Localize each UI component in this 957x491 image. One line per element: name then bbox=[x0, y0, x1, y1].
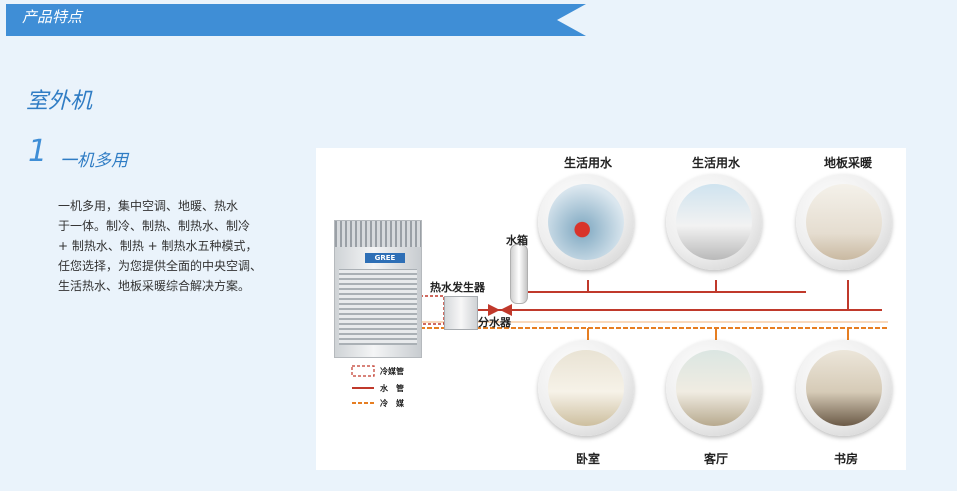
legend-refrigerant-pipe-swatch bbox=[351, 365, 375, 377]
photo-study bbox=[796, 340, 892, 436]
water-tank bbox=[510, 244, 528, 304]
photo-domestic-water-1 bbox=[538, 174, 634, 270]
feature-description: 一机多用，集中空调、地暖、热水 于一体。制冷、制热、制热水、制冷 + 制热水、制… bbox=[58, 196, 294, 296]
feature-number: 1 bbox=[28, 134, 48, 169]
feature-title: 一机多用 bbox=[60, 151, 128, 171]
header-title: 产品特点 bbox=[22, 8, 83, 26]
gree-logo: GREE bbox=[365, 253, 405, 263]
legend-refrigerant: 冷 媒 bbox=[380, 399, 404, 408]
hot-water-generator bbox=[444, 296, 478, 330]
label-bedroom: 卧室 bbox=[575, 452, 600, 466]
photo-floor-heating bbox=[796, 174, 892, 270]
outdoor-unit: GREE bbox=[334, 220, 422, 358]
header-banner bbox=[6, 4, 586, 36]
description-line: 一机多用，集中空调、地暖、热水 bbox=[58, 199, 239, 213]
washing-hands-image bbox=[548, 184, 624, 260]
living-room-image bbox=[676, 350, 752, 426]
valve-icon bbox=[488, 304, 500, 316]
photo-living-room bbox=[666, 340, 762, 436]
section-title: 室外机 bbox=[26, 89, 93, 114]
label-domestic-water-1: 生活用水 bbox=[563, 156, 612, 170]
legend-refrigerant-pipe: 冷媒管 bbox=[380, 367, 404, 376]
label-domestic-water-2: 生活用水 bbox=[691, 156, 740, 170]
label-living-room: 客厅 bbox=[703, 452, 728, 466]
valve-icon bbox=[500, 304, 512, 316]
label-study: 书房 bbox=[833, 452, 858, 466]
water-tank-label: 水箱 bbox=[506, 234, 528, 247]
description-line: + 制热水、制热 + 制热水五种模式， bbox=[58, 239, 258, 253]
legend-water-pipe: 水 管 bbox=[380, 384, 404, 393]
refrigerant-pipe-loop bbox=[419, 295, 445, 325]
description-line: 于一体。制冷、制热、制热水、制冷 bbox=[58, 219, 251, 233]
label-floor-heating: 地板采暖 bbox=[823, 156, 872, 170]
bedroom-image bbox=[548, 350, 624, 426]
unit-side-grille bbox=[339, 269, 417, 345]
bathroom-image bbox=[676, 184, 752, 260]
floor-heating-image bbox=[806, 184, 882, 260]
unit-fan-grille bbox=[335, 221, 421, 247]
photo-domestic-water-2 bbox=[666, 174, 762, 270]
description-line: 任您选择，为您提供全面的中央空调、 bbox=[58, 259, 263, 273]
system-diagram: GREE 水箱 热水发生器 分水器 生活用水 生活用水 地板采暖 卧室 客厅 书… bbox=[316, 148, 906, 470]
study-image bbox=[806, 350, 882, 426]
water-distributor-label: 分水器 bbox=[478, 316, 511, 329]
description-line: 生活热水、地板采暖综合解决方案。 bbox=[58, 279, 251, 293]
hot-water-generator-label: 热水发生器 bbox=[430, 281, 485, 294]
photo-bedroom bbox=[538, 340, 634, 436]
